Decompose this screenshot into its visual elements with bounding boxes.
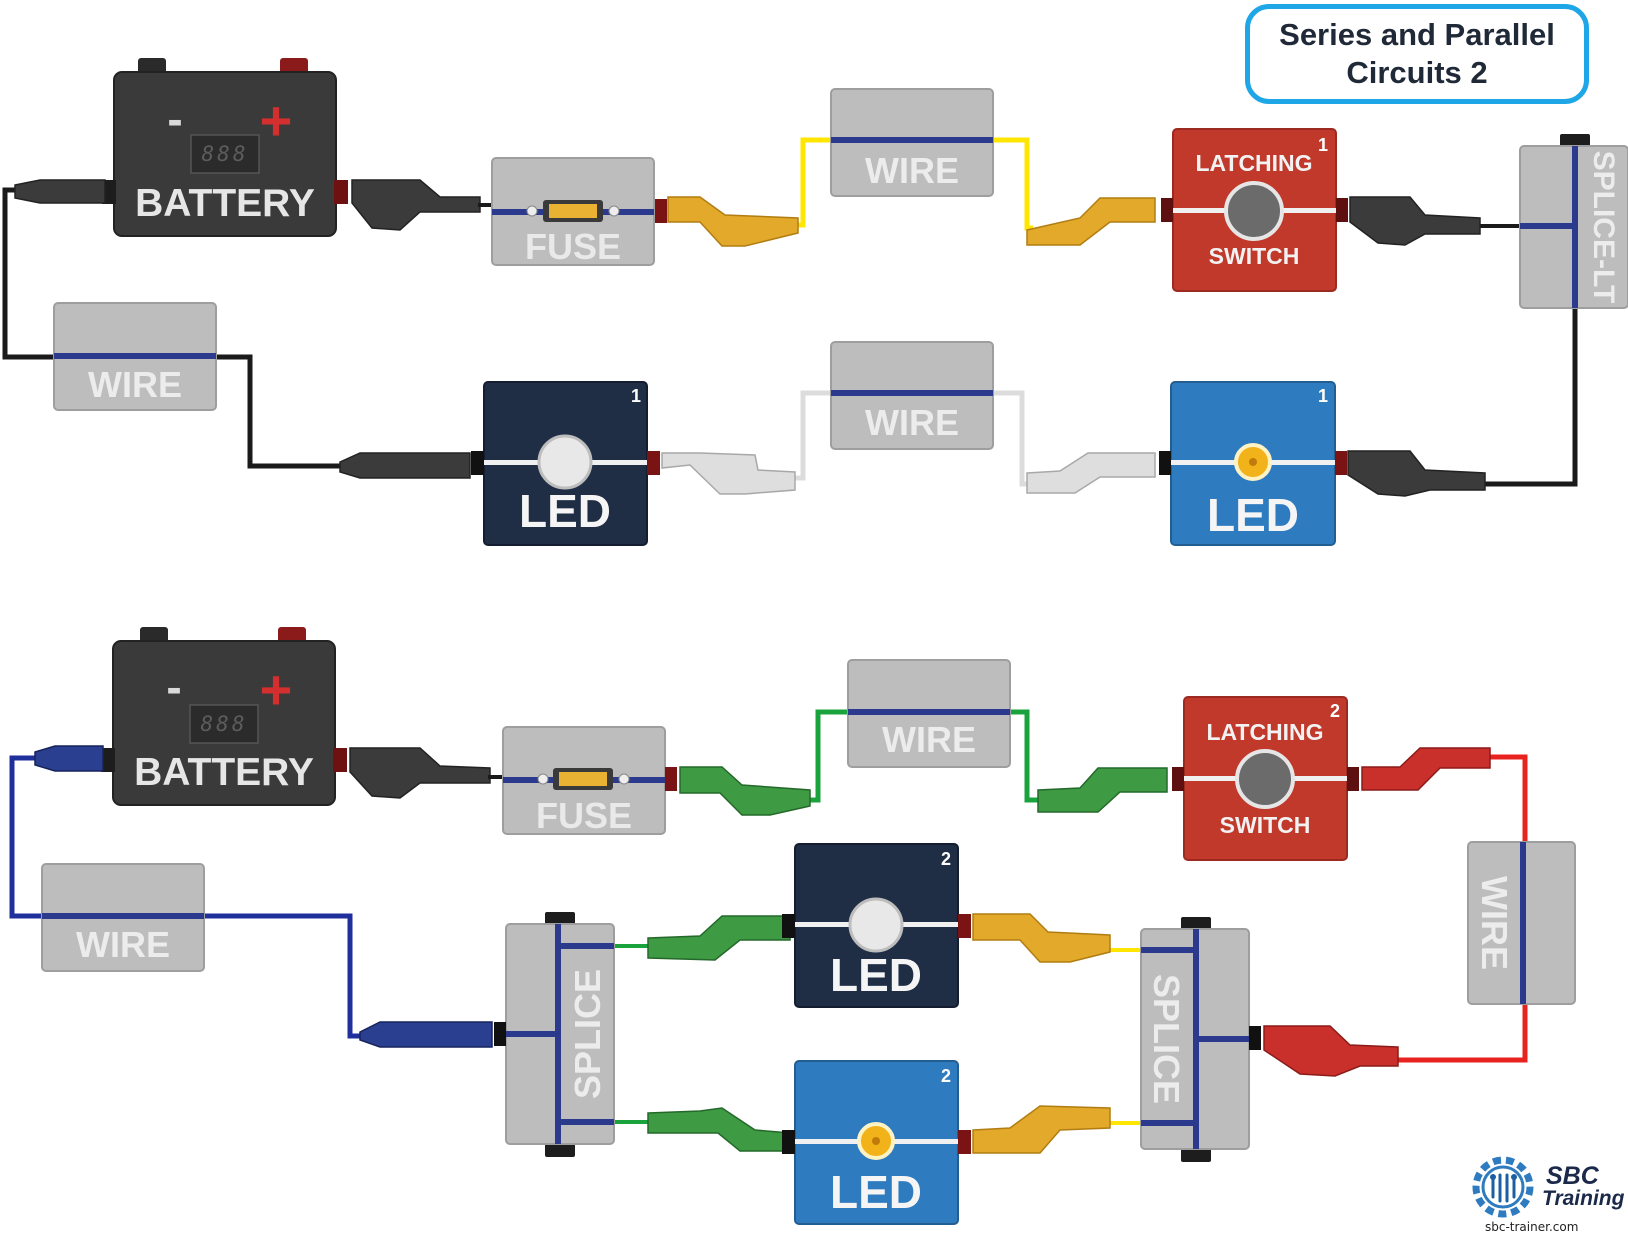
plug-yellow-switch-1 — [1026, 197, 1156, 246]
battery-2-display-digits: 888 — [201, 712, 248, 736]
splice-left-label: SPLICE — [567, 969, 608, 1099]
plug-green-led-2-blue — [647, 1107, 791, 1152]
wire-module-6: WIRE — [41, 863, 205, 972]
splice-right-label: SPLICE — [1146, 974, 1187, 1104]
fuse-2-label: FUSE — [536, 795, 632, 836]
latching-switch-1[interactable]: LATCHING SWITCH 1 — [1161, 128, 1348, 292]
wire-module-5-label: WIRE — [1474, 876, 1515, 970]
logo-subtitle: Training — [1542, 1187, 1625, 1210]
latching-switch-1-button[interactable] — [1224, 181, 1284, 241]
fuse-1-label: FUSE — [525, 226, 621, 267]
plug-black-battery-1-left — [14, 179, 106, 204]
led-2-dark-lens — [848, 897, 904, 953]
logo-name: SBC — [1546, 1162, 1599, 1190]
battery-2-label: BATTERY — [134, 751, 314, 794]
latching-switch-1-number: 1 — [1318, 135, 1328, 155]
wire-module-1: WIRE — [830, 88, 994, 197]
battery-1-minus: - — [167, 93, 182, 145]
plug-blue-battery-2-left — [34, 745, 104, 772]
battery-1-positive-terminal — [280, 58, 308, 75]
wire-module-3: WIRE — [830, 341, 994, 450]
splice-lt: SPLICE-LT — [1519, 134, 1628, 309]
wire-module-1-label: WIRE — [865, 150, 959, 191]
led-2-dark-label: LED — [830, 949, 922, 1001]
plug-black-battery-1-right — [351, 179, 493, 231]
plug-red-switch-2 — [1361, 747, 1491, 791]
led-2-dark: LED 2 — [782, 843, 971, 1008]
battery-2-minus: - — [166, 661, 181, 713]
title-line-1: Series and Parallel — [1279, 17, 1555, 52]
latching-switch-1-line2: SWITCH — [1209, 243, 1300, 269]
plug-red-splice-right — [1263, 1025, 1399, 1077]
logo-url: sbc-trainer.com — [1485, 1220, 1579, 1234]
plug-black-led-1-blue-right — [1347, 450, 1486, 497]
wires — [2, 137, 1578, 1125]
battery-1-display-digits: 888 — [202, 142, 249, 166]
latching-switch-2[interactable]: LATCHING SWITCH 2 — [1172, 696, 1359, 861]
battery-2-plus: + — [260, 658, 293, 721]
wire-module-5: WIRE — [1467, 841, 1576, 1005]
fuse-1: FUSE — [491, 157, 667, 267]
plug-green-fuse-2 — [679, 766, 811, 816]
sbc-gear-icon — [1472, 1156, 1534, 1218]
wire-module-3-label: WIRE — [865, 402, 959, 443]
fuse-1-blade — [549, 204, 597, 218]
led-2-blue-number: 2 — [941, 1066, 951, 1086]
splice-lt-label: SPLICE-LT — [1587, 151, 1620, 304]
led-1-blue: LED 1 — [1159, 381, 1347, 546]
plug-yellow-led-2-blue — [972, 1105, 1111, 1154]
plug-black-switch-1-right — [1349, 196, 1481, 246]
latching-switch-2-line2: SWITCH — [1220, 812, 1311, 838]
plug-white-led-1-blue — [1026, 452, 1156, 494]
latching-switch-2-line1: LATCHING — [1206, 719, 1323, 745]
wire-module-6-label: WIRE — [76, 924, 170, 965]
wire-module-2-label: WIRE — [88, 364, 182, 405]
battery-1-plus: + — [260, 89, 293, 152]
battery-1-display — [190, 134, 260, 174]
plug-black-battery-2-right — [349, 747, 502, 799]
latching-switch-1-line1: LATCHING — [1195, 150, 1312, 176]
led-1-dark-label: LED — [519, 485, 611, 537]
battery-1: - + 888 BATTERY — [102, 58, 348, 237]
title-line-2: Circuits 2 — [1346, 55, 1488, 90]
sbc-logo: SBC Training sbc-trainer.com — [1468, 1150, 1628, 1237]
fuse-2: FUSE — [502, 726, 677, 836]
plug-yellow-fuse-1 — [667, 196, 799, 247]
led-1-dark-lens — [537, 434, 593, 490]
latching-switch-2-button[interactable] — [1235, 749, 1295, 809]
splice-left: SPLICE — [494, 912, 615, 1157]
led-1-blue-number: 1 — [1318, 386, 1328, 406]
battery-1-right-jack — [334, 180, 348, 204]
wire-black-splice-to-led — [1480, 300, 1578, 487]
splice-right: SPLICE — [1140, 917, 1261, 1162]
battery-1-label: BATTERY — [135, 182, 315, 225]
led-2-blue: LED 2 — [782, 1060, 971, 1225]
plug-white-led-1-dark — [661, 452, 796, 495]
battery-2: - + 888 BATTERY — [101, 627, 347, 806]
led-1-dark-number: 1 — [631, 386, 641, 406]
plug-green-led-2-dark — [647, 915, 791, 961]
led-1-dark: LED 1 — [471, 381, 660, 546]
wire-module-4-label: WIRE — [882, 719, 976, 760]
wire-module-4: WIRE — [847, 659, 1011, 768]
battery-1-negative-terminal — [138, 58, 166, 75]
plug-blue-splice-left — [359, 1021, 493, 1048]
plug-yellow-led-2-dark — [972, 913, 1111, 963]
led-2-blue-label: LED — [830, 1166, 922, 1218]
plug-black-led-1-left — [339, 452, 471, 479]
latching-switch-2-number: 2 — [1330, 701, 1340, 721]
led-2-dark-number: 2 — [941, 849, 951, 869]
wire-module-2: WIRE — [53, 302, 217, 411]
led-1-blue-label: LED — [1207, 489, 1299, 541]
title-box: Series and Parallel Circuits 2 — [1245, 4, 1589, 104]
plug-green-switch-2 — [1037, 767, 1168, 813]
